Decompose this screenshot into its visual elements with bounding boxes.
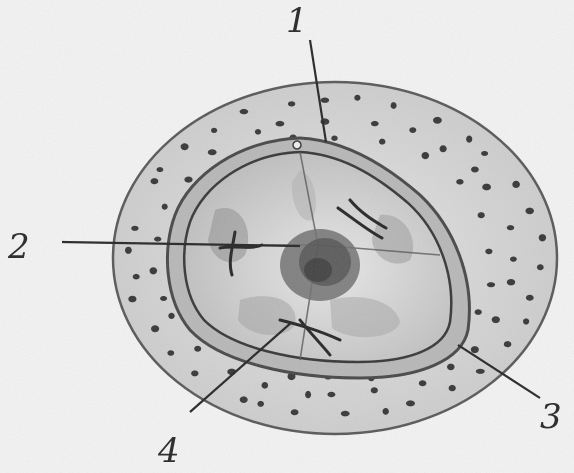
outer-dot — [321, 98, 329, 103]
nucleus — [280, 229, 360, 301]
outer-dot — [276, 121, 285, 127]
outer-dot — [211, 128, 217, 133]
outer-dot — [131, 226, 138, 231]
outer-dot — [151, 325, 159, 332]
outer-dot — [526, 295, 534, 301]
outer-dot — [383, 408, 389, 415]
outer-dot — [539, 234, 546, 241]
outer-dot — [422, 152, 430, 159]
outer-dot — [456, 179, 463, 185]
outer-dot — [447, 364, 455, 371]
outer-dot — [160, 296, 167, 301]
outer-dot — [409, 127, 416, 133]
outer-dot — [507, 225, 514, 230]
outer-dot — [379, 139, 385, 145]
outer-dot — [391, 102, 397, 109]
outer-dot — [150, 267, 158, 274]
label-4: 4 — [157, 431, 180, 471]
outer-dot — [478, 212, 485, 218]
outer-dot — [181, 143, 189, 150]
outer-dot — [466, 136, 472, 143]
outer-dot — [507, 279, 515, 285]
outer-dot — [194, 346, 201, 352]
outer-dot — [125, 247, 132, 254]
outer-dot — [162, 204, 168, 210]
outer-dot — [208, 149, 217, 155]
outer-dot — [481, 151, 488, 156]
outer-dot — [305, 391, 311, 398]
outer-dot — [154, 237, 161, 242]
outer-dot — [537, 264, 544, 270]
outer-dot — [371, 121, 379, 126]
outer-dot — [157, 167, 164, 172]
outer-dot — [476, 369, 485, 374]
outer-dot — [419, 380, 427, 386]
outer-dot — [184, 177, 192, 183]
label-1: 1 — [286, 1, 308, 41]
label-3: 3 — [540, 397, 562, 437]
outer-dot — [354, 95, 360, 101]
outer-dot — [440, 145, 447, 152]
outer-dot — [492, 316, 500, 323]
label-2: 2 — [7, 227, 30, 267]
outer-dot — [487, 282, 495, 287]
outer-dot — [133, 274, 140, 280]
outer-dot — [288, 101, 295, 106]
outer-dot — [240, 109, 249, 114]
outer-dot — [341, 411, 350, 417]
outer-dot — [523, 318, 529, 324]
outer-dot — [257, 401, 264, 407]
outer-dot — [504, 341, 512, 347]
outer-dot — [512, 181, 520, 188]
outer-dot — [510, 257, 517, 262]
outer-dot — [482, 184, 491, 191]
outer-dot — [151, 178, 159, 184]
outer-dot — [331, 136, 337, 141]
outer-dot — [406, 400, 415, 406]
outer-dot — [433, 117, 442, 124]
outer-dot — [291, 409, 299, 415]
outer-dot — [191, 370, 198, 376]
outer-dot — [255, 129, 261, 135]
outer-dot — [471, 346, 479, 353]
cell-pole-node — [293, 141, 301, 149]
outer-dot — [128, 296, 136, 303]
outer-dot — [167, 350, 174, 356]
outer-dot — [485, 249, 492, 255]
outer-dot — [371, 387, 378, 393]
outer-dot — [240, 396, 248, 403]
outer-dot — [471, 167, 479, 173]
outer-dot — [449, 385, 456, 391]
outer-dot — [168, 313, 174, 319]
outer-dot — [262, 382, 269, 389]
outer-dot — [327, 392, 335, 397]
outer-dot — [475, 309, 482, 315]
outer-dot — [525, 208, 534, 215]
